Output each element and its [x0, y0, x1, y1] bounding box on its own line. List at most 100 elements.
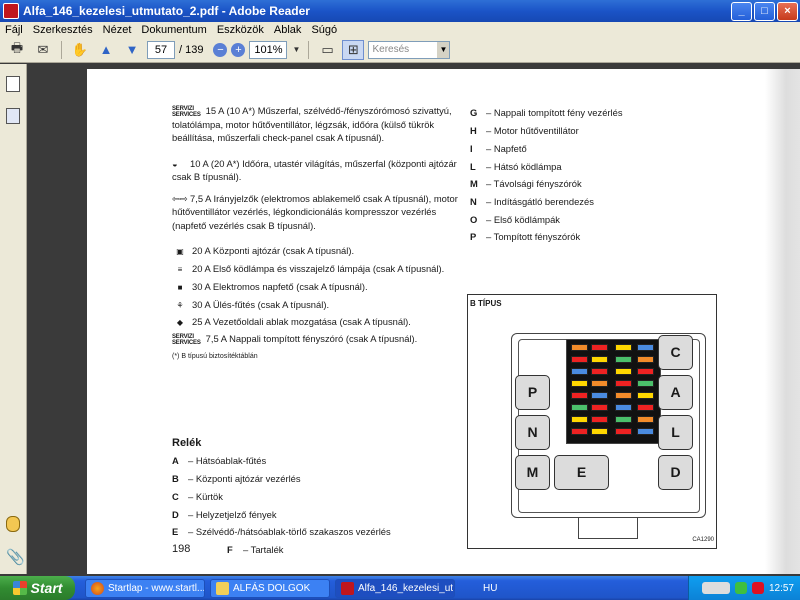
menu-window[interactable]: Ablak: [273, 23, 302, 36]
relay-item: O– Első ködlámpák: [470, 214, 560, 225]
network-icon[interactable]: [734, 582, 747, 594]
menu-help[interactable]: Súgó: [311, 23, 338, 36]
bookmarks-icon[interactable]: [6, 108, 20, 124]
seat-heating-icon: ⚘: [176, 300, 184, 310]
relay-item: C– Kürtök: [172, 491, 223, 502]
hand-tool-icon[interactable]: ✋: [71, 41, 89, 57]
maximize-button[interactable]: □: [754, 1, 775, 21]
minimize-button[interactable]: _: [731, 1, 752, 21]
fog-lamp-icon: ≡: [177, 264, 183, 274]
fit-width-icon[interactable]: ⊞: [342, 39, 365, 60]
door-lock-icon: ▣: [176, 246, 184, 256]
adobe-reader-icon: [341, 581, 354, 595]
fuse-row: ▣20 A Központi ajtózár (csak A típusnál)…: [172, 244, 467, 258]
ati-icon[interactable]: [751, 582, 764, 594]
search-input[interactable]: Keresés ▼: [368, 40, 451, 59]
relay-L: L: [658, 415, 693, 450]
taskbar-item-folder[interactable]: ALFÁS DOLGOK: [210, 578, 330, 598]
zoom-out-icon[interactable]: −: [213, 42, 228, 57]
relay-E: E: [554, 455, 609, 490]
zoom-level-input[interactable]: 101%: [249, 40, 288, 59]
menu-bar: Fájl Szerkesztés Nézet Dokumentum Eszköz…: [0, 22, 800, 37]
fuse-description-indicators: ⇦⇨7,5 A Irányjelzők (elektromos ablakeme…: [172, 193, 458, 231]
fuse-row: ⚘30 A Ülés-fűtés (csak A típusnál).: [172, 298, 467, 312]
title-bar: Alfa_146_kezelesi_utmutato_2.pdf - Adobe…: [0, 0, 800, 22]
relay-item: L– Hátsó ködlámpa: [470, 161, 562, 172]
toolbar-divider: [61, 40, 62, 59]
language-indicator[interactable]: HU: [483, 582, 498, 594]
zoom-in-icon[interactable]: +: [231, 42, 246, 57]
taskbar-item-adobe-reader[interactable]: Alfa_146_kezelesi_ut...: [335, 578, 455, 598]
close-button[interactable]: ×: [777, 1, 798, 21]
fuse-box-diagram: B TÍPUS: [467, 294, 717, 549]
page-number: 198: [172, 543, 191, 555]
relay-item: I– Napfető: [470, 143, 527, 154]
toolbar-divider: [308, 40, 310, 59]
prev-page-icon[interactable]: ▲: [99, 42, 113, 57]
relay-item: D– Helyzetjelző fények: [172, 509, 277, 520]
page-gutter-shadow: [765, 69, 800, 574]
comments-icon[interactable]: [6, 516, 20, 532]
relay-M: M: [515, 455, 550, 490]
navigation-panel: 📎: [0, 64, 27, 574]
start-button[interactable]: Start: [0, 576, 75, 600]
footnote: (*) B típusú biztosítéktáblán: [172, 353, 258, 360]
relay-item: E– Szélvédő-/hátsóablak-törlő szakaszos …: [172, 526, 391, 537]
email-icon[interactable]: ✉: [37, 41, 49, 57]
window-title: Alfa_146_kezelesi_utmutato_2.pdf - Adobe…: [23, 4, 310, 18]
zoom-dropdown-icon[interactable]: ▼: [292, 45, 301, 54]
relay-N: N: [515, 415, 550, 450]
fuse-description-lamp: ◒10 A (20 A*) Időóra, utastér világítás,…: [172, 158, 457, 183]
next-page-icon[interactable]: ▼: [125, 42, 139, 57]
fit-page-icon[interactable]: ▭: [321, 41, 334, 57]
folder-icon: [216, 581, 229, 595]
relay-item: M– Távolsági fényszórók: [470, 178, 582, 189]
relay-item: G– Nappali tompított fény vezérlés: [470, 107, 623, 118]
firefox-icon: [91, 581, 104, 595]
nero-icon[interactable]: [701, 582, 730, 594]
fuse-box-housing: [511, 333, 706, 518]
menu-edit[interactable]: Szerkesztés: [32, 23, 93, 36]
relay-A: A: [658, 375, 693, 410]
relay-item: B– Központi ajtózár vezérlés: [172, 473, 301, 484]
fuse-box-tab: [578, 517, 638, 539]
print-icon[interactable]: 🖶: [10, 39, 24, 55]
taskbar: Start Startlap - www.startl... ALFÁS DOL…: [0, 576, 800, 600]
clock: 12:57: [768, 582, 794, 594]
adobe-reader-icon: [3, 3, 19, 19]
relay-item: H– Motor hűtőventillátor: [470, 125, 579, 136]
relay-item: N– Indításgátló berendezés: [470, 196, 594, 207]
fuse-row: ≡20 A Első ködlámpa és visszajelző lámpá…: [172, 262, 467, 276]
interior-lamp-icon: ◒: [172, 158, 178, 169]
search-dropdown-icon[interactable]: ▼: [437, 41, 450, 58]
menu-tools[interactable]: Eszközök: [216, 23, 264, 36]
relay-item: F– Tartalék: [227, 544, 284, 555]
windows-logo-icon: [12, 581, 27, 595]
page-number-input[interactable]: 57: [147, 40, 175, 59]
window-lift-icon: ◆: [176, 317, 184, 327]
taskbar-item-browser[interactable]: Startlap - www.startl...: [85, 578, 205, 598]
menu-file[interactable]: Fájl: [5, 23, 23, 36]
diagram-label: B TÍPUS: [470, 299, 502, 308]
menu-document[interactable]: Dokumentum: [141, 23, 207, 36]
relay-C: C: [658, 335, 693, 370]
diagram-caption: CA1290: [692, 536, 714, 543]
fuse-row: ■30 A Elektromos napfető (csak A típusná…: [172, 280, 467, 294]
toolbar: 🖶 ✉ ✋ ▲ ▼ 57 / 139 − + 101% ▼ ▭ ⊞ Keresé…: [0, 37, 800, 63]
menu-view[interactable]: Nézet: [102, 23, 132, 36]
attachments-icon[interactable]: 📎: [6, 549, 25, 566]
pages-icon[interactable]: [6, 76, 20, 92]
sunroof-icon: ■: [177, 282, 183, 292]
page-total-label: / 139: [179, 43, 204, 56]
turn-signal-icon: ⇦⇨: [172, 193, 188, 204]
fuse-block: [566, 339, 661, 444]
relay-D: D: [658, 455, 693, 490]
fuse-row: ◆25 A Vezetőoldali ablak mozgatása (csak…: [172, 315, 467, 329]
relay-item: A– Hátsóablak-fűtés: [172, 455, 267, 466]
